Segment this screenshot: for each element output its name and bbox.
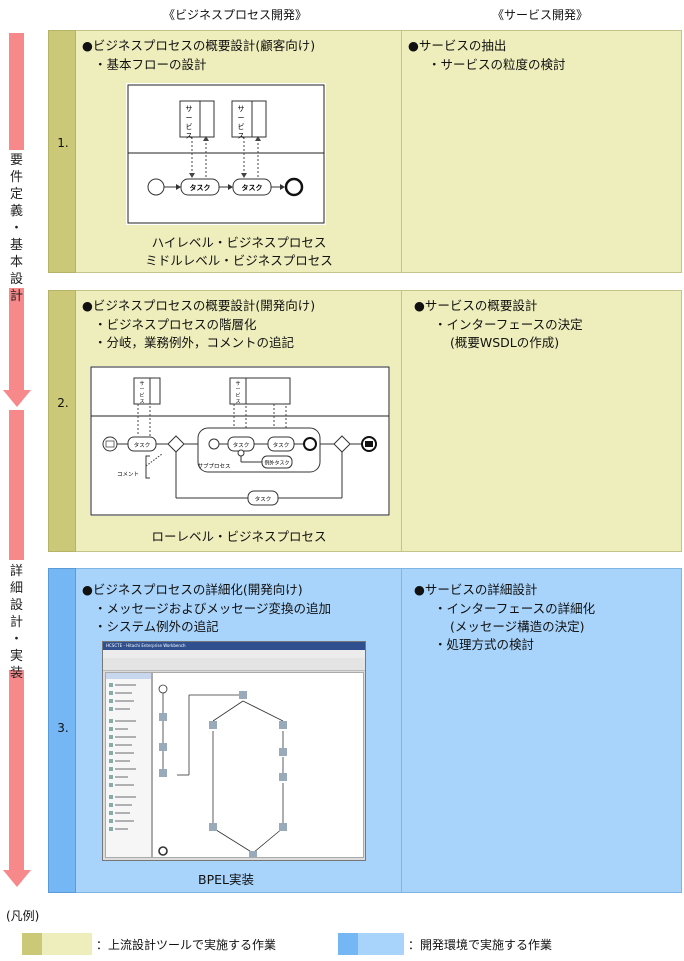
row-number: 2.: [57, 396, 69, 410]
row-1-service-cell: ●サービスの抽出 ・サービスの粒度の検討: [402, 30, 682, 273]
phase-label-implementation: 詳細設 計・実 装: [9, 564, 23, 681]
task-label: タスク: [273, 441, 290, 449]
process-flow-svg: サービス サービス タスク: [90, 366, 390, 516]
service-label: サービス: [235, 381, 240, 405]
diagram-caption: BPEL実装: [198, 872, 254, 887]
service-item-note: (メッセージ構造の決定): [450, 619, 585, 634]
row-3-service-cell: ●サービスの詳細設計 ・インターフェースの詳細化 (メッセージ構造の決定) ・処…: [402, 568, 682, 893]
bpel-workbench-screenshot: HCSCTE - Hitachi Enterprise Workbench: [102, 641, 366, 861]
legend-swatch-dark: [22, 933, 42, 955]
task-label: タスク: [242, 183, 263, 192]
row-2: 2. ●ビジネスプロセスの概要設計(開発向け) ・ビジネスプロセスの階層化 ・分…: [48, 290, 682, 552]
row-1-business-cell: ●ビジネスプロセスの概要設計(顧客向け) ・基本フローの設計 サービス サービス: [76, 30, 402, 273]
row-number: 3.: [57, 721, 69, 735]
exception-task-label: 例外タスク: [264, 460, 289, 467]
row-3-number-cell: 3.: [48, 568, 76, 893]
legend-swatch-light: [358, 933, 404, 955]
service-heading: ●サービスの詳細設計: [414, 582, 538, 597]
business-heading: ●ビジネスプロセスの概要設計(顧客向け): [82, 38, 316, 53]
arrow-head-icon: [3, 390, 31, 407]
business-item: ・システム例外の追記: [94, 619, 219, 634]
service-item: ・サービスの粒度の検討: [428, 57, 566, 72]
task-label: タスク: [233, 441, 250, 449]
row-3: 3. ●ビジネスプロセスの詳細化(開発向け) ・メッセージおよびメッセージ変換の…: [48, 568, 682, 893]
legend-label: ：上流設計ツールで実施する作業: [96, 938, 277, 952]
task-label: タスク: [255, 495, 272, 503]
low-level-process-diagram: サービス サービス タスク: [90, 366, 390, 516]
task-label: タスク: [134, 441, 151, 449]
business-heading: ●ビジネスプロセスの概要設計(開発向け): [82, 298, 316, 313]
legend-swatch-light: [42, 933, 92, 955]
business-item: ・ビジネスプロセスの階層化: [94, 317, 257, 332]
subprocess-label: サブプロセス: [197, 462, 230, 470]
column-header-service: 《サービス開発》: [491, 8, 588, 22]
arrow-head-icon: [3, 870, 31, 887]
service-item: ・インターフェースの詳細化: [434, 601, 596, 616]
business-heading: ●ビジネスプロセスの詳細化(開発向け): [82, 582, 303, 597]
column-header-business: 《ビジネスプロセス開発》: [162, 8, 307, 22]
diagram-caption: ハイレベル・ビジネスプロセス: [151, 235, 327, 250]
row-number: 1.: [57, 136, 69, 150]
high-level-process-diagram: サービス サービス タ: [126, 83, 326, 225]
workbench-title: HCSCTE - Hitachi Enterprise Workbench: [106, 643, 186, 648]
process-flow-svg: サービス サービス タ: [127, 84, 325, 224]
service-item: ・処理方式の検討: [434, 637, 535, 652]
row-2-service-cell: ●サービスの概要設計 ・インターフェースの決定 (概要WSDLの作成): [402, 290, 682, 552]
legend-title: (凡例): [6, 909, 40, 923]
row-1: 1. ●ビジネスプロセスの概要設計(顧客向け) ・基本フローの設計 サービス サ…: [48, 30, 682, 273]
business-item: ・分岐，業務例外，コメントの追記: [94, 335, 295, 350]
row-2-business-cell: ●ビジネスプロセスの概要設計(開発向け) ・ビジネスプロセスの階層化 ・分岐，業…: [76, 290, 402, 552]
service-label: サービス: [139, 381, 144, 405]
service-label: サービス: [238, 105, 245, 140]
service-heading: ●サービスの抽出: [408, 38, 507, 53]
legend-label: ：開発環境で実施する作業: [408, 938, 553, 952]
business-item: ・基本フローの設計: [94, 57, 207, 72]
legend-swatch-dark: [338, 933, 358, 955]
row-3-business-cell: ●ビジネスプロセスの詳細化(開発向け) ・メッセージおよびメッセージ変換の追加 …: [76, 568, 402, 893]
task-label: タスク: [190, 183, 211, 192]
row-2-number-cell: 2.: [48, 290, 76, 552]
service-label: サービス: [186, 105, 193, 140]
comment-label: コメント: [117, 471, 139, 478]
business-item: ・メッセージおよびメッセージ変換の追加: [94, 601, 332, 616]
row-1-number-cell: 1.: [48, 30, 76, 273]
service-item: ・インターフェースの決定: [434, 317, 583, 332]
service-item-note: (概要WSDLの作成): [450, 335, 560, 350]
service-heading: ●サービスの概要設計: [414, 298, 538, 313]
phase-label-requirements: 要件定 義・基 本設計: [9, 153, 23, 304]
diagram-caption: ミドルレベル・ビジネスプロセス: [145, 253, 333, 268]
diagram-caption: ローレベル・ビジネスプロセス: [151, 529, 327, 544]
